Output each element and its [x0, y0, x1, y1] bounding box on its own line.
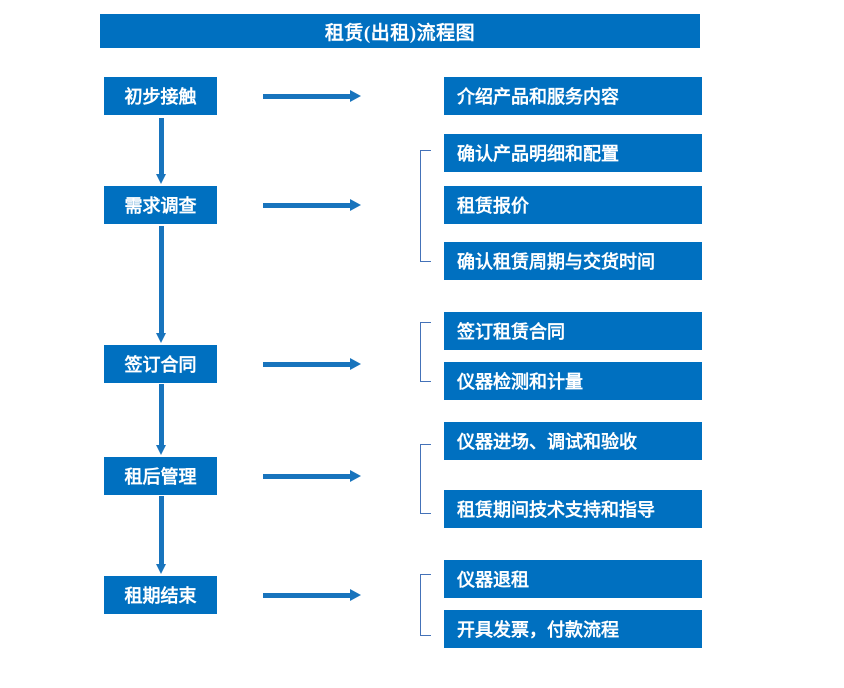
detail-node-g5-1[interactable]: 仪器退租	[444, 560, 702, 598]
detail-node-g2-2[interactable]: 租赁报价	[444, 186, 702, 224]
stage-node-4[interactable]: 租后管理	[104, 457, 217, 495]
horizontal-arrow-3	[263, 358, 361, 370]
vertical-arrow-4	[156, 496, 166, 574]
stage-node-5[interactable]: 租期结束	[104, 576, 217, 614]
horizontal-arrow-2	[263, 199, 361, 211]
group-bracket-3	[420, 322, 431, 382]
detail-node-g2-3[interactable]: 确认租赁周期与交货时间	[444, 242, 702, 280]
detail-node-g4-2[interactable]: 租赁期间技术支持和指导	[444, 490, 702, 528]
vertical-arrow-2	[156, 226, 166, 343]
detail-node-g3-2[interactable]: 仪器检测和计量	[444, 362, 702, 400]
vertical-arrow-1	[156, 118, 166, 184]
group-bracket-2	[420, 150, 431, 262]
vertical-arrow-3	[156, 384, 166, 455]
horizontal-arrow-5	[263, 589, 361, 601]
page-title: 租赁(出租)流程图	[100, 14, 700, 48]
detail-node-g4-1[interactable]: 仪器进场、调试和验收	[444, 422, 702, 460]
detail-node-g3-1[interactable]: 签订租赁合同	[444, 312, 702, 350]
stage-node-1[interactable]: 初步接触	[104, 77, 217, 115]
horizontal-arrow-1	[263, 90, 361, 102]
detail-node-g1-1[interactable]: 介绍产品和服务内容	[444, 77, 702, 115]
detail-node-g5-2[interactable]: 开具发票，付款流程	[444, 610, 702, 648]
group-bracket-5	[420, 574, 431, 636]
detail-node-g2-1[interactable]: 确认产品明细和配置	[444, 134, 702, 172]
stage-node-3[interactable]: 签订合同	[104, 345, 217, 383]
horizontal-arrow-4	[263, 470, 361, 482]
stage-node-2[interactable]: 需求调查	[104, 186, 217, 224]
group-bracket-4	[420, 444, 431, 514]
